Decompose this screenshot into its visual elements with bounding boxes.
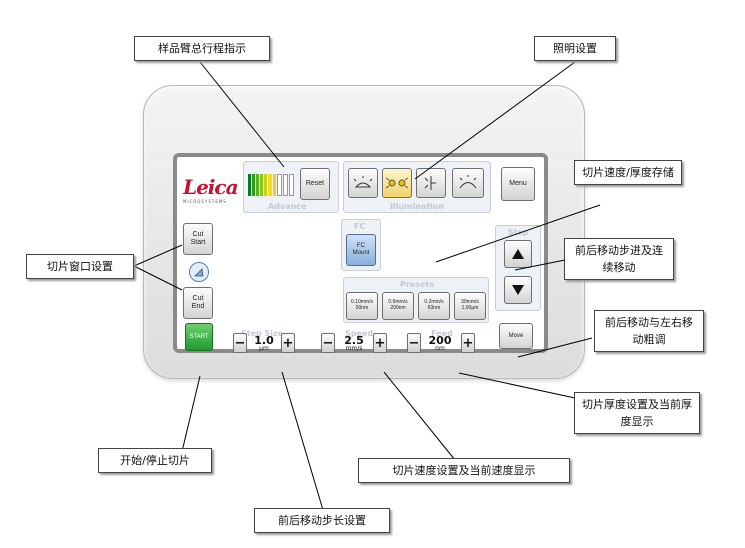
touch-screen: Leica MICROSYSTEMS Reset Advance Illumin… [173, 153, 548, 353]
step-size-minus-button[interactable]: − [233, 333, 247, 353]
arrow-up-icon [512, 249, 524, 259]
callout-start-stop: 开始/停止切片 [98, 448, 212, 473]
advance-bar [248, 174, 294, 196]
feed-label: Feed [431, 329, 453, 338]
feed-plus-button[interactable]: + [461, 333, 475, 353]
callout-cut-window: 切片窗口设置 [26, 254, 134, 279]
cut-start-button[interactable]: Cut Start [183, 223, 213, 255]
start-button[interactable]: START [185, 323, 213, 351]
fc-label: FC [354, 222, 366, 231]
callout-step-size-setting: 前后移动步长设置 [254, 508, 390, 533]
cut-end-button[interactable]: Cut End [183, 287, 213, 319]
double-lamp-icon [385, 177, 409, 189]
lamp-icon [353, 176, 373, 188]
preset-button-1[interactable]: 0.10mm/s 50nm [346, 292, 378, 320]
leica-logo: Leica MICROSYSTEMS [183, 175, 239, 204]
speed-minus-button[interactable]: − [321, 333, 335, 353]
speed-plus-button[interactable]: + [373, 333, 387, 353]
callout-feed-setting: 切片厚度设置及当前厚度显示 [574, 392, 700, 434]
callout-illumination-settings: 照明设置 [534, 36, 616, 61]
presets-panel: Presets 0.10mm/s 50nm 0.6mm/s 200nm 0.2m… [343, 277, 489, 323]
step-panel: Step [495, 225, 541, 311]
feed-minus-button[interactable]: − [407, 333, 421, 353]
fc-mount-button[interactable]: FC Mount [346, 234, 376, 266]
callout-step-move: 前后移动步进及连续移动 [564, 238, 674, 280]
callout-speed-setting: 切片速度设置及当前速度显示 [358, 458, 570, 483]
preset-button-3[interactable]: 0.2mm/s 63nm [418, 292, 450, 320]
presets-label: Presets [400, 280, 435, 289]
fc-panel: FC FC Mount [341, 219, 381, 271]
step-size-plus-button[interactable]: + [281, 333, 295, 353]
reset-button[interactable]: Reset [300, 168, 330, 200]
illumination-mode-1-button[interactable] [348, 168, 378, 198]
menu-button[interactable]: Menu [501, 167, 535, 201]
preset-button-2[interactable]: 0.6mm/s 200nm [382, 292, 414, 320]
callout-speed-thickness-presets: 切片速度/厚度存储 [574, 160, 682, 185]
illumination-mode-4-button[interactable] [452, 168, 484, 198]
callout-advance-indicator: 样品臂总行程指示 [134, 36, 270, 61]
step-down-button[interactable] [504, 276, 532, 304]
side-lamp-icon [424, 176, 436, 190]
illumination-panel: Illumination [343, 161, 491, 213]
illumination-mode-2-button[interactable] [382, 168, 412, 198]
callout-coarse-move: 前后移动与左右移动粗调 [594, 310, 704, 352]
step-size-label: Step Size [241, 329, 284, 338]
speed-label: Speed [345, 329, 374, 338]
illumination-label: Illumination [390, 202, 445, 211]
illumination-mode-3-button[interactable] [416, 168, 446, 198]
ring-lamp-icon [459, 175, 477, 189]
preset-button-4[interactable]: 30mm/s 1.00μm [454, 292, 486, 320]
advance-panel: Reset Advance [243, 161, 339, 213]
arrow-down-icon [512, 285, 524, 295]
move-button[interactable]: Move [499, 323, 533, 349]
cut-window-icon [189, 262, 209, 282]
advance-label: Advance [268, 202, 307, 211]
step-label: Step [508, 228, 529, 237]
step-up-button[interactable] [504, 240, 532, 268]
